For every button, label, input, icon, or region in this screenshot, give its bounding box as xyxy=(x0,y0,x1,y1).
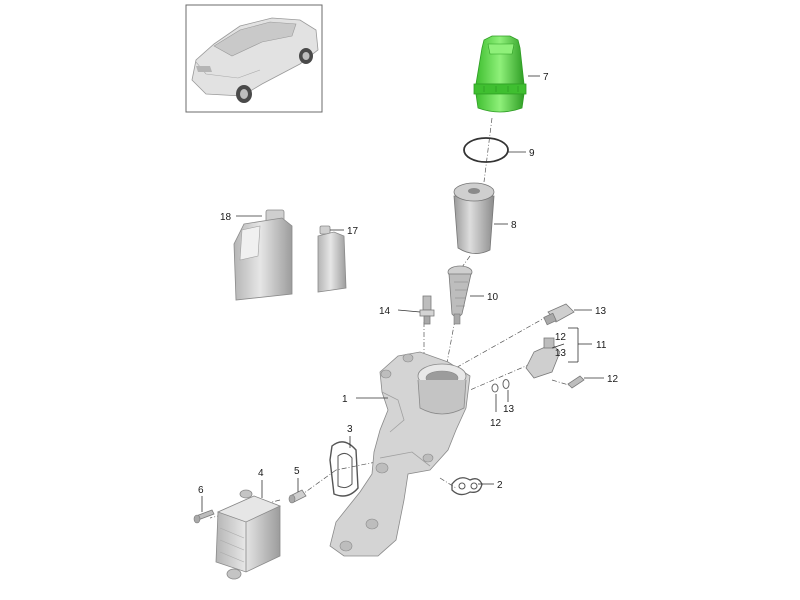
callout-3: 3 xyxy=(347,424,353,435)
callout-17: 17 xyxy=(347,226,359,237)
callout-6: 6 xyxy=(198,485,204,496)
callout-16: 14 xyxy=(379,306,391,317)
filter-element[interactable] xyxy=(453,182,495,254)
car-icon xyxy=(191,17,319,103)
vehicle-thumbnail xyxy=(185,4,323,113)
callout-11: 11 xyxy=(596,340,607,351)
callout-5: 5 xyxy=(294,466,300,477)
callout-labels: 7 9 8 10 14 13 18 17 12 13 11 12 1 13 12… xyxy=(198,72,619,496)
callout-2: 2 xyxy=(497,480,503,491)
callout-12a: 12 xyxy=(555,332,567,343)
cooler-gasket[interactable] xyxy=(451,477,483,496)
callout-13b: 13 xyxy=(503,404,515,415)
housing-gasket[interactable] xyxy=(329,441,359,497)
bolt-m6[interactable] xyxy=(567,375,585,389)
leader-lines xyxy=(201,75,604,512)
sleeve[interactable] xyxy=(288,489,307,504)
engine-oil-bottle[interactable] xyxy=(317,225,347,293)
callout-18: 18 xyxy=(220,212,232,223)
callout-13a: 13 xyxy=(555,348,567,359)
callout-4: 4 xyxy=(258,468,264,479)
oil-sensor[interactable] xyxy=(543,303,575,326)
callout-7: 7 xyxy=(543,72,549,83)
callout-15: 13 xyxy=(595,306,607,317)
seal-ring-12[interactable] xyxy=(491,383,499,393)
filter-insert[interactable] xyxy=(447,265,473,325)
screw-plug[interactable] xyxy=(419,295,435,325)
oil-filter-housing[interactable] xyxy=(329,351,471,557)
callout-8: 8 xyxy=(511,220,517,231)
engine-oil-jug[interactable] xyxy=(233,209,293,301)
o-ring[interactable] xyxy=(463,137,509,163)
bolt-m8[interactable] xyxy=(193,509,215,524)
callout-12b: 12 xyxy=(490,418,502,429)
oil-valve-fitting[interactable] xyxy=(525,337,561,379)
callout-14: 12 xyxy=(607,374,619,385)
callout-9: 9 xyxy=(529,148,535,159)
callout-10: 10 xyxy=(487,292,499,303)
oil-cooler[interactable] xyxy=(215,489,282,580)
seal-ring-13[interactable] xyxy=(502,379,510,389)
oil-filter-cap[interactable] xyxy=(473,35,527,113)
callout-1: 1 xyxy=(342,394,348,405)
